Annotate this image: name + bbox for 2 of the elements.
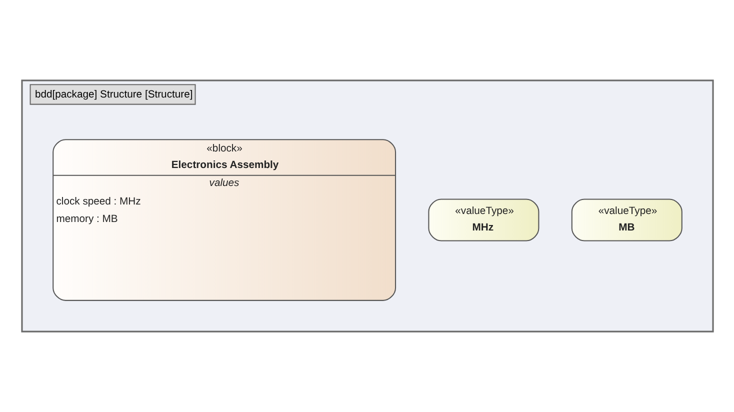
node-box: «valueType» MHz	[428, 198, 539, 242]
node-box: «valueType» MB	[570, 198, 682, 242]
